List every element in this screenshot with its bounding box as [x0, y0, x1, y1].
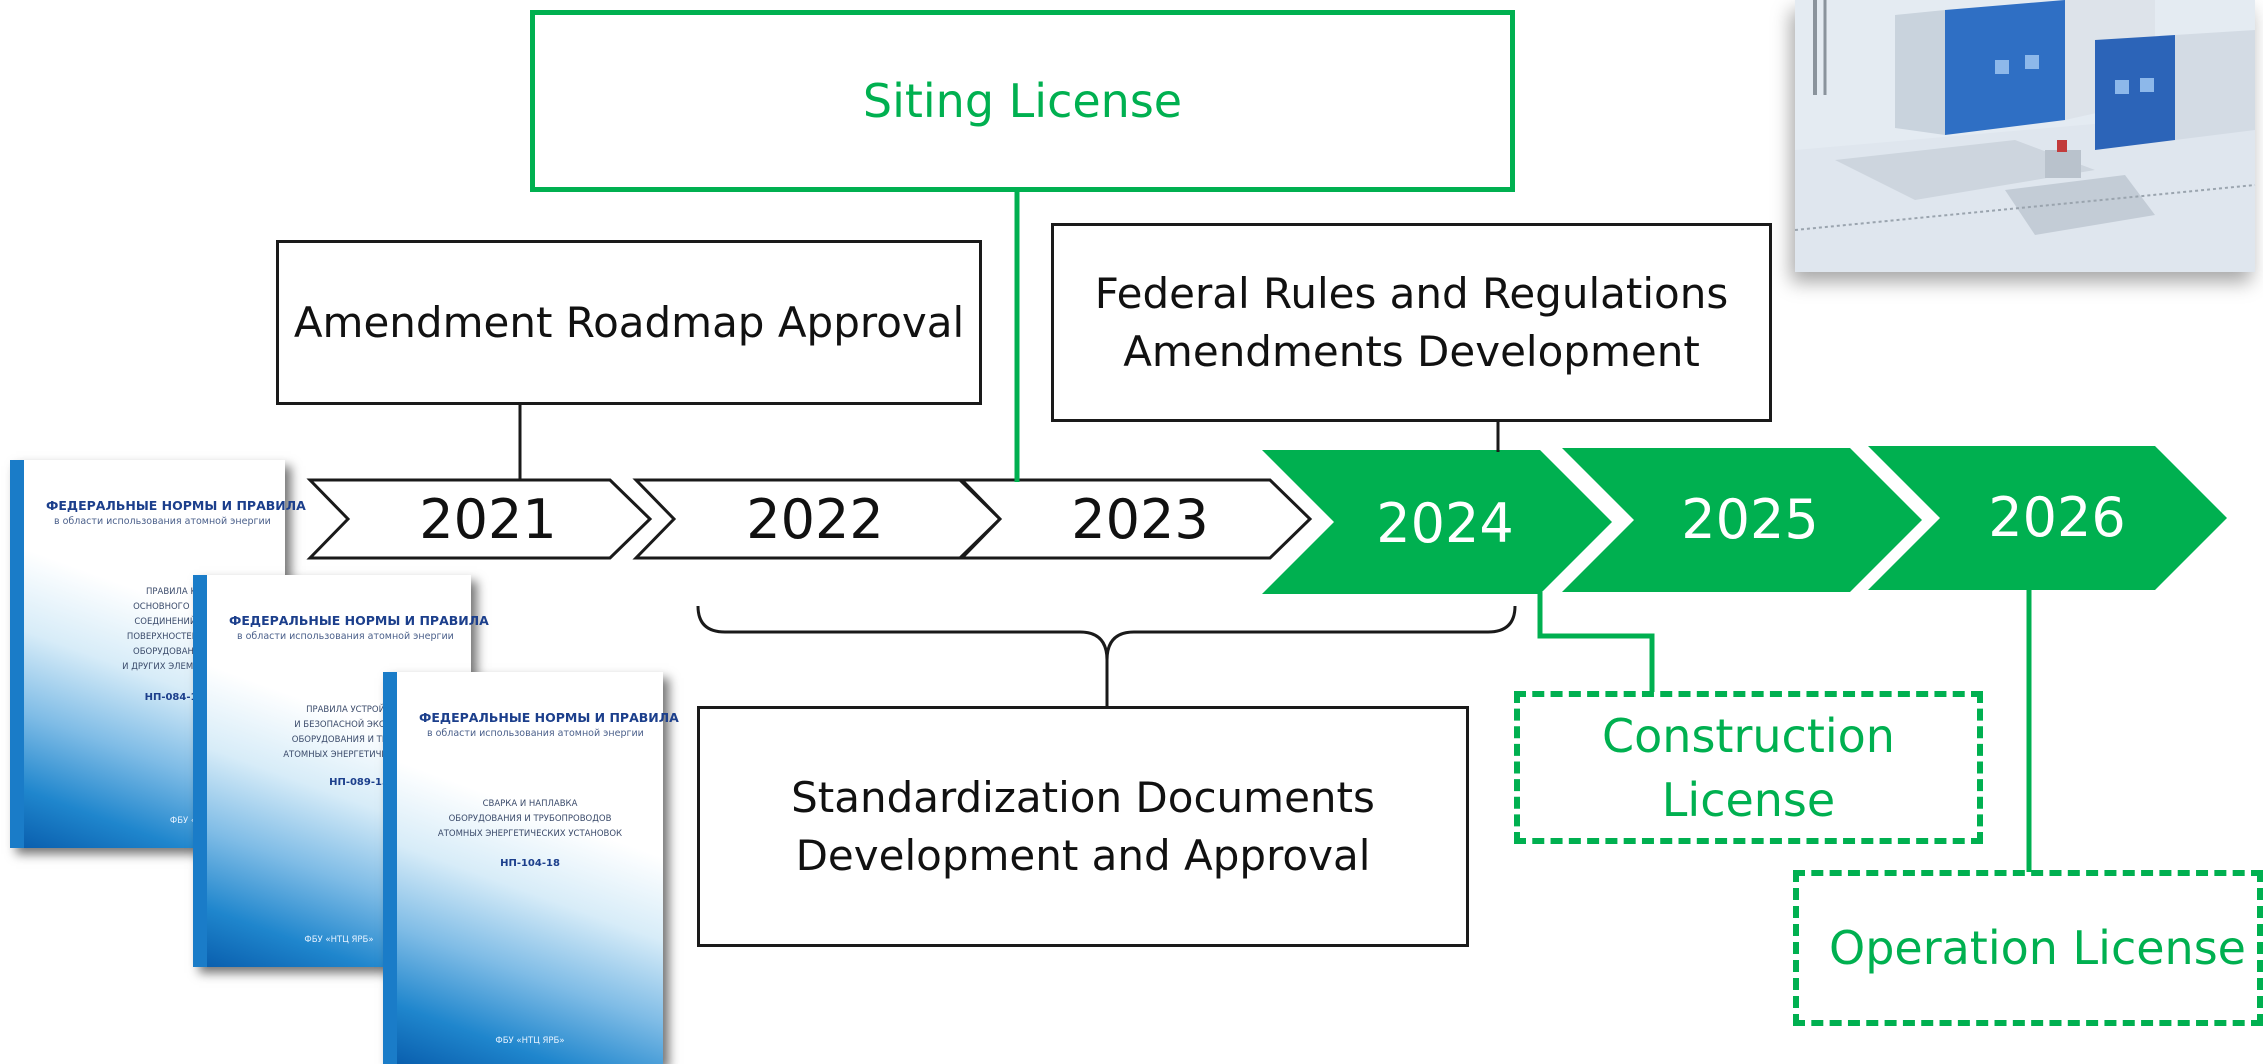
- operation-license-box: Operation License: [1793, 870, 2263, 1026]
- booklet-header: ФЕДЕРАЛЬНЫЕ НОРМЫ И ПРАВИЛА: [419, 710, 679, 725]
- booklet-subheader: в области использования атомной энергии: [427, 728, 644, 739]
- year-2022: 2022: [746, 488, 883, 551]
- construction-license-box: Construction License: [1514, 691, 1983, 844]
- plant-photo: [1794, 0, 2256, 272]
- chevron-2026: [1868, 446, 2227, 590]
- standardization-brace: [696, 605, 1517, 661]
- year-2025: 2025: [1681, 488, 1818, 551]
- booklet-code: НП-084-15: [144, 692, 205, 703]
- booklet-org: ФБУ «НТЦ ЯРБ»: [304, 935, 374, 945]
- plant-illustration: [1794, 0, 2256, 272]
- booklet-header: ФЕДЕРАЛЬНЫЕ НОРМЫ И ПРАВИЛА: [46, 498, 306, 513]
- booklet-header: ФЕДЕРАЛЬНЫЕ НОРМЫ И ПРАВИЛА: [229, 613, 489, 628]
- year-2026: 2026: [1988, 486, 2125, 549]
- chevron-2021: [306, 478, 653, 560]
- booklet-code: НП-089-15: [329, 777, 389, 788]
- siting-license-box: Siting License: [530, 10, 1515, 192]
- year-2021: 2021: [419, 488, 556, 551]
- booklet-org: ФБУ «НТЦ ЯРБ»: [495, 1036, 565, 1046]
- year-2023: 2023: [1071, 488, 1208, 551]
- booklet-subheader: в области использования атомной энергии: [54, 516, 271, 527]
- booklet-subheader: в области использования атомной энергии: [237, 631, 454, 642]
- amendment-roadmap-box: Amendment Roadmap Approval: [276, 240, 982, 405]
- standardization-box: Standardization Documents Development an…: [697, 706, 1469, 947]
- booklet-np-104-18: ФЕДЕРАЛЬНЫЕ НОРМЫ И ПРАВИЛА в области ис…: [383, 672, 679, 1064]
- chevron-2025: [1562, 448, 1922, 592]
- chevron-2023: [958, 478, 1313, 560]
- booklet-title: СВАРКА И НАПЛАВКА ОБОРУДОВАНИЯ И ТРУБОПР…: [437, 799, 623, 839]
- booklet-code: НП-104-18: [500, 858, 560, 869]
- connector-construction: [1537, 592, 1655, 692]
- chevron-2024: [1262, 450, 1612, 594]
- federal-rules-box: Federal Rules and Regulations Amendments…: [1051, 223, 1772, 422]
- year-2024: 2024: [1376, 492, 1513, 555]
